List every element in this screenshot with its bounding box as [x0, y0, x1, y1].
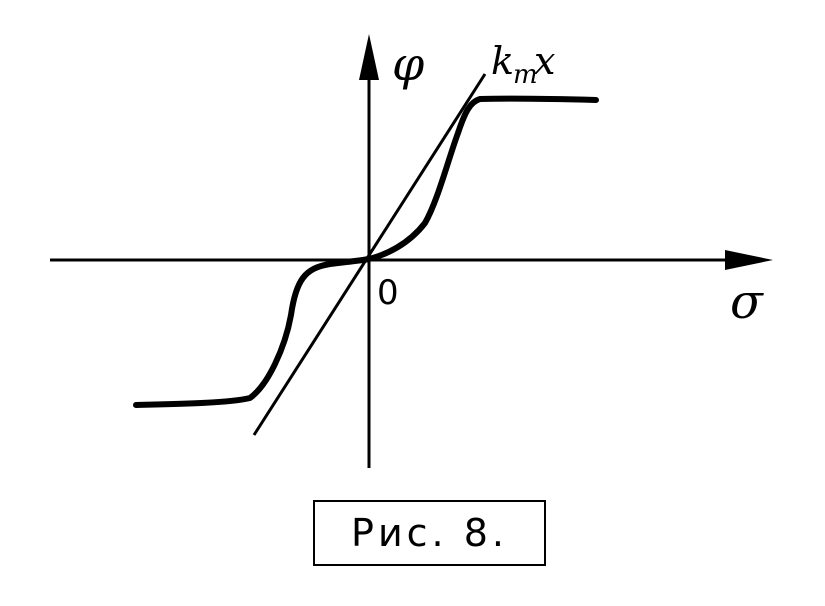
- y-axis-label: φ: [392, 37, 425, 91]
- characteristic-curve: [133, 95, 599, 408]
- kmx-label-k: k: [491, 39, 514, 83]
- x-axis-label: σ: [730, 274, 764, 330]
- origin-label: 0: [377, 273, 399, 313]
- kmx-label-x: x: [534, 39, 555, 83]
- kmx-label-subscript: m: [513, 60, 538, 90]
- x-axis-arrowhead: [725, 250, 773, 270]
- kmx-label: k m x: [491, 39, 555, 90]
- figure-caption-box: Рис. 8.: [313, 500, 546, 566]
- kmx-line: [252, 73, 487, 436]
- y-axis-arrowhead: [359, 34, 379, 80]
- figure-caption: Рис. 8.: [351, 511, 508, 555]
